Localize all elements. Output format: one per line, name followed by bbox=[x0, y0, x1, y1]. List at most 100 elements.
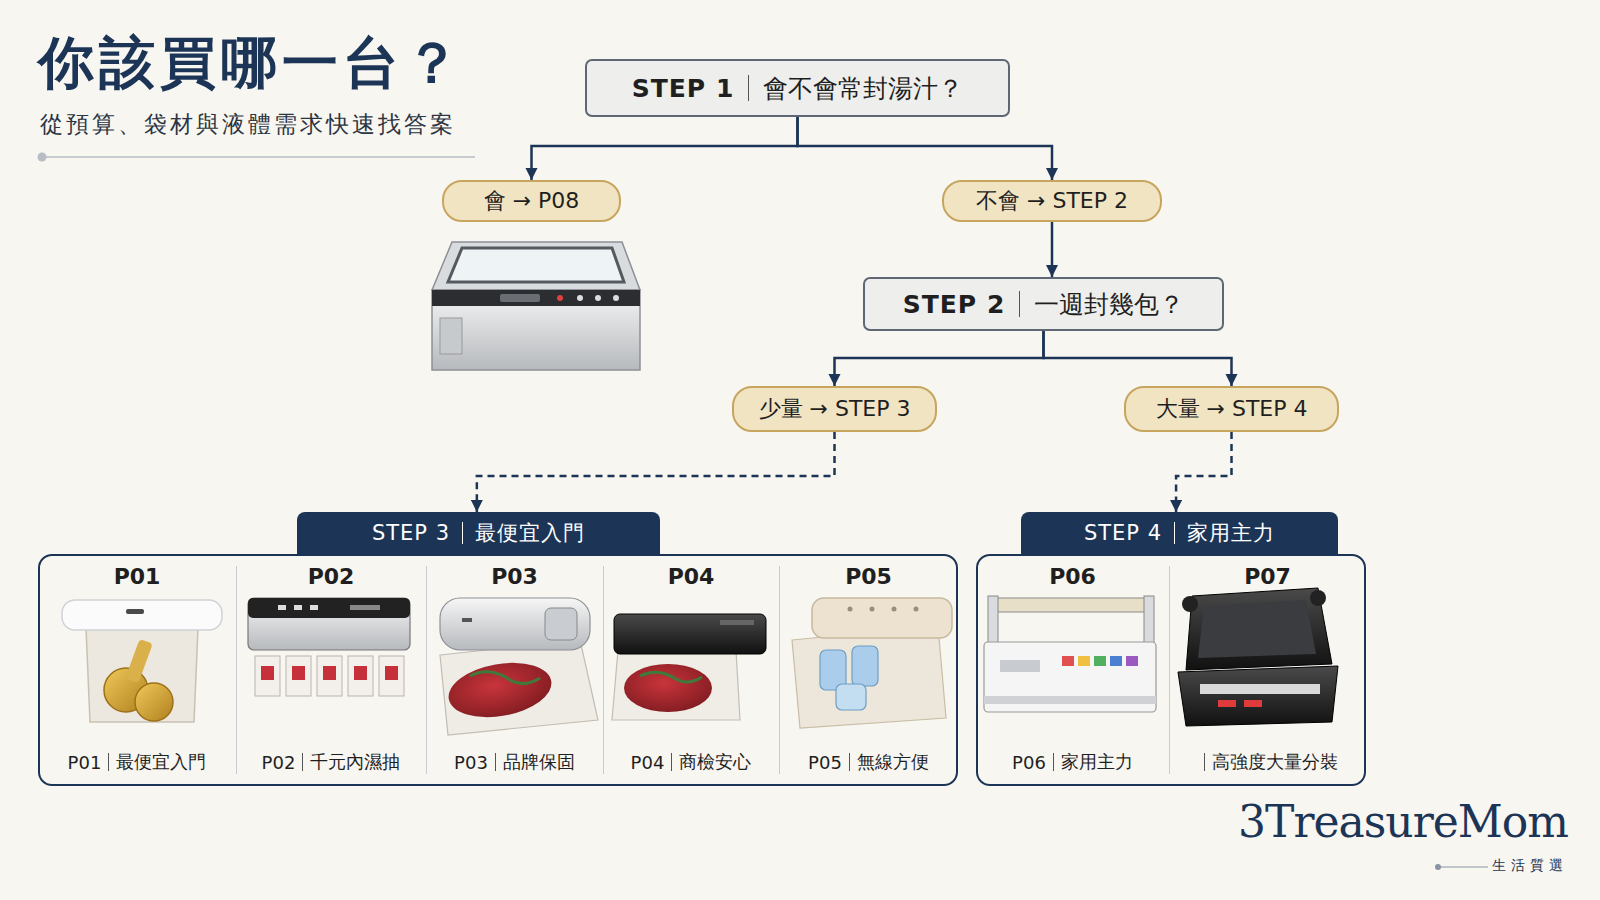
product-cell: P02P02千元內濕抽 bbox=[236, 554, 426, 786]
product-cell: P01P01最便宜入門 bbox=[38, 554, 236, 786]
flow-arrow bbox=[798, 117, 1053, 180]
product-caption: P03 品牌保固 bbox=[426, 750, 603, 774]
cell-divider bbox=[236, 566, 237, 774]
page-title: 你該買哪一台？ bbox=[38, 34, 465, 90]
answer-pill: 少量 → STEP 3 bbox=[732, 386, 937, 432]
answer-pill: 不會 → STEP 2 bbox=[942, 180, 1162, 222]
group-header-band: STEP 3 最便宜入門 bbox=[297, 512, 660, 554]
product-code-heading: P07 bbox=[1169, 564, 1366, 590]
group-title: 最便宜入門 bbox=[475, 519, 585, 547]
sealer-p04 bbox=[612, 614, 766, 720]
product-code-heading: P01 bbox=[38, 564, 236, 590]
product-tagline: 高強度大量分裝 bbox=[1212, 750, 1338, 774]
question-box: STEP 2 一週封幾包？ bbox=[863, 277, 1224, 331]
product-code: P01 bbox=[114, 564, 161, 589]
logo-rule bbox=[1435, 864, 1488, 870]
group-title: 家用主力 bbox=[1187, 519, 1275, 547]
product-code: P04 bbox=[668, 564, 715, 589]
product-code: P07 bbox=[1244, 564, 1291, 589]
flow-arrow bbox=[835, 331, 1044, 386]
answer-text: 少量 → STEP 3 bbox=[759, 394, 911, 424]
group-box: STEP 3最便宜入門P01P01最便宜入門P02P02千元內濕抽P03P03品… bbox=[38, 512, 958, 786]
product-code: P04 bbox=[631, 752, 665, 773]
product-cell: P06P06家用主力 bbox=[976, 554, 1169, 786]
answer-text: 大量 → STEP 4 bbox=[1156, 394, 1308, 424]
sealer-p03 bbox=[440, 598, 598, 735]
separator-bar bbox=[1174, 522, 1175, 544]
product-code-heading: P05 bbox=[779, 564, 958, 590]
flow-arrow bbox=[1044, 331, 1232, 386]
step-label: STEP 1 bbox=[632, 74, 735, 103]
product-cell: P07 高強度大量分裝 bbox=[1169, 554, 1366, 786]
product-code: P01 bbox=[68, 752, 102, 773]
product-caption: P05 無線方便 bbox=[779, 750, 958, 774]
product-cell: P05P05無線方便 bbox=[779, 554, 958, 786]
product-caption: P04 商檢安心 bbox=[603, 750, 779, 774]
product-tagline: 千元內濕抽 bbox=[310, 750, 400, 774]
flow-arrow bbox=[1051, 222, 1054, 277]
product-code: P03 bbox=[491, 564, 538, 589]
separator-bar bbox=[1204, 753, 1205, 771]
title-rule bbox=[38, 153, 476, 162]
separator-bar bbox=[671, 753, 672, 771]
separator-bar bbox=[462, 522, 463, 544]
dashed-connector bbox=[1176, 432, 1231, 512]
flow-arrow bbox=[532, 117, 798, 180]
cell-divider bbox=[779, 566, 780, 774]
dashed-connector bbox=[477, 432, 835, 512]
question-text: 一週封幾包？ bbox=[1034, 288, 1184, 321]
separator-bar bbox=[302, 753, 303, 771]
product-code-heading: P06 bbox=[976, 564, 1169, 590]
cell-divider bbox=[426, 566, 427, 774]
separator-bar bbox=[108, 753, 109, 771]
step-label: STEP 4 bbox=[1084, 521, 1162, 545]
brand-logo: 3TreasureMom bbox=[1238, 798, 1568, 846]
cell-divider bbox=[603, 566, 604, 774]
answer-text: 會 → P08 bbox=[484, 186, 580, 216]
question-box: STEP 1 會不會常封湯汁？ bbox=[585, 59, 1010, 117]
product-tagline: 品牌保固 bbox=[503, 750, 575, 774]
product-code: P05 bbox=[845, 564, 892, 589]
product-tagline: 商檢安心 bbox=[679, 750, 751, 774]
cell-divider bbox=[1169, 566, 1170, 774]
product-cell: P03P03品牌保固 bbox=[426, 554, 603, 786]
product-caption: P02 千元內濕抽 bbox=[236, 750, 426, 774]
sealer-p02 bbox=[248, 598, 410, 696]
group-header-band: STEP 4 家用主力 bbox=[1021, 512, 1338, 554]
product-code-heading: P04 bbox=[603, 564, 779, 590]
step-label: STEP 2 bbox=[903, 290, 1006, 319]
product-caption: 高強度大量分裝 bbox=[1169, 750, 1366, 774]
answer-pill: 會 → P08 bbox=[442, 180, 621, 222]
separator-bar bbox=[495, 753, 496, 771]
step-label: STEP 3 bbox=[372, 521, 450, 545]
product-code: P05 bbox=[808, 752, 842, 773]
product-tagline: 家用主力 bbox=[1061, 750, 1133, 774]
sealer-p01 bbox=[62, 600, 222, 722]
product-code-heading: P02 bbox=[236, 564, 426, 590]
separator-bar bbox=[748, 75, 749, 101]
product-code: P02 bbox=[262, 752, 296, 773]
separator-bar bbox=[1053, 753, 1054, 771]
product-code-heading: P03 bbox=[426, 564, 603, 590]
question-text: 會不會常封湯汁？ bbox=[763, 72, 963, 105]
group-box: STEP 4家用主力P06P06家用主力P07高強度大量分裝 bbox=[976, 512, 1366, 786]
separator-bar bbox=[1019, 291, 1020, 317]
separator-bar bbox=[849, 753, 850, 771]
product-code: P02 bbox=[308, 564, 355, 589]
answer-pill: 大量 → STEP 4 bbox=[1124, 386, 1339, 432]
product-cell: P04P04商檢安心 bbox=[603, 554, 779, 786]
page-caption: 從預算、袋材與液體需求快速找答案 bbox=[40, 113, 456, 136]
product-caption: P06 家用主力 bbox=[976, 750, 1169, 774]
sealer-p06 bbox=[984, 596, 1156, 712]
brand-tagline: 生活質選 bbox=[1492, 858, 1568, 872]
product-tagline: 最便宜入門 bbox=[116, 750, 206, 774]
answer-text: 不會 → STEP 2 bbox=[976, 186, 1128, 216]
chamber-sealer-p08 bbox=[432, 242, 640, 370]
sealer-p07 bbox=[1178, 588, 1338, 726]
product-tagline: 無線方便 bbox=[857, 750, 929, 774]
sealer-p05 bbox=[792, 598, 952, 728]
product-code: P06 bbox=[1049, 564, 1096, 589]
product-code: P06 bbox=[1012, 752, 1046, 773]
product-code: P03 bbox=[454, 752, 488, 773]
